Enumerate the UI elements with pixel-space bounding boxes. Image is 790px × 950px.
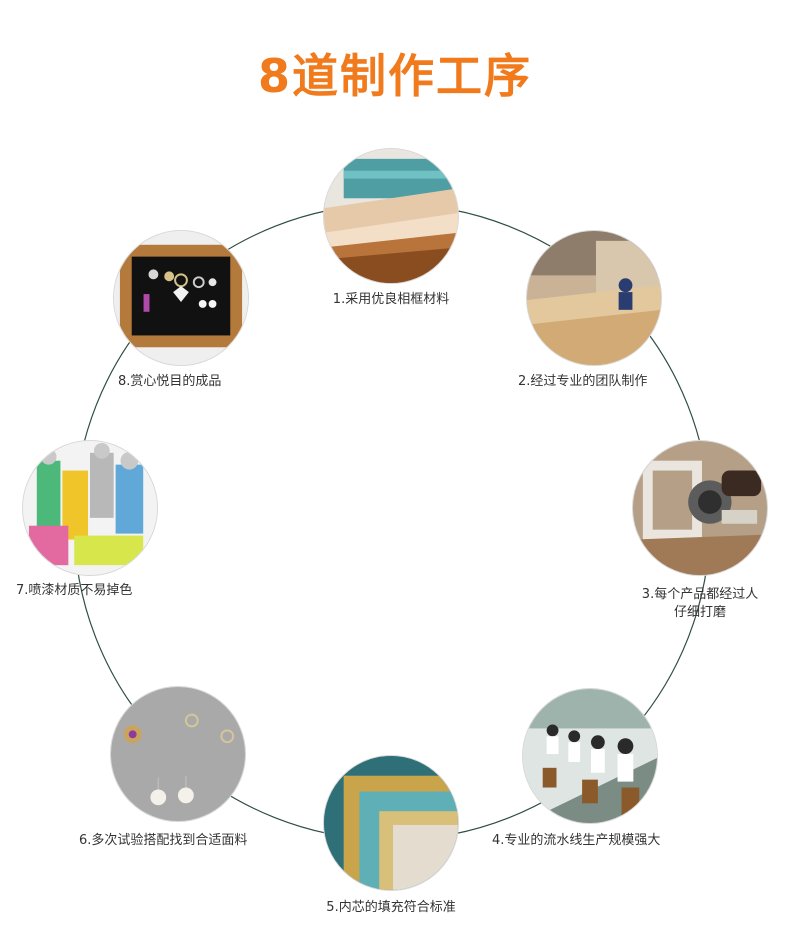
step-2-label: 2.经过专业的团队制作 — [518, 374, 648, 389]
step-6-label: 6.多次试验搭配找到合适面料 — [79, 833, 248, 848]
step-8-photo — [113, 230, 249, 366]
step-1-label: 1.采用优良相框材料 — [332, 292, 450, 307]
step-5-label: 5.内芯的填充符合标准 — [326, 900, 456, 915]
step-7-label: 7.喷漆材质不易掉色 — [16, 583, 133, 598]
step-2-photo — [526, 230, 662, 366]
step-6-photo — [110, 686, 246, 822]
step-3-label-line2: 仔细打磨 — [673, 605, 726, 620]
step-1-photo — [323, 148, 459, 284]
step-7-photo — [22, 440, 158, 576]
step-4-photo — [522, 688, 658, 824]
step-3-label-line1: 3.每个产品都经过人 — [641, 587, 759, 602]
page-title: 8道制作工序 — [257, 49, 532, 103]
step-3-photo — [632, 440, 768, 576]
step-5-photo — [323, 755, 459, 891]
step-4-label: 4.专业的流水线生产规模强大 — [492, 833, 661, 848]
step-8-label: 8.赏心悦目的成品 — [118, 374, 222, 389]
